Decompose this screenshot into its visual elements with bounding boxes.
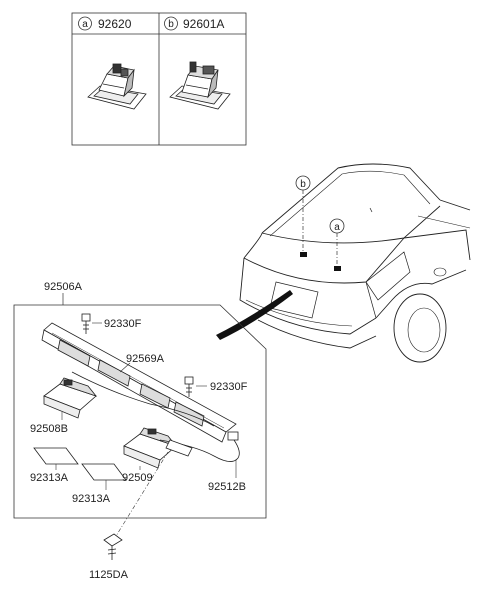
vehicle-lamp-location-a — [334, 266, 341, 271]
legend-marker-circle-a — [78, 16, 92, 31]
label-screw-right: 92330F — [210, 381, 248, 393]
callout-circle-b — [295, 175, 311, 191]
vehicle-lamp-location-b — [300, 252, 307, 257]
screw-part-right — [184, 376, 194, 397]
harness-part — [71, 371, 240, 462]
legend-table — [71, 12, 247, 146]
lamp-icon-92601a — [169, 61, 231, 110]
callout-circle-a — [329, 218, 345, 234]
lamp-icon-92620 — [87, 63, 147, 110]
vehicle-rear-illustration — [239, 163, 471, 363]
location-pointer-arrow — [216, 290, 293, 340]
label-screw-top: 92330F — [104, 318, 142, 330]
garnish-bar-part — [41, 322, 237, 443]
legend-cell-a: a 92620 — [78, 16, 132, 31]
legend-cell-b: b 92601A — [164, 16, 224, 31]
lamp-part-left — [43, 377, 98, 419]
lamp-part-right — [123, 427, 178, 469]
legend-marker-circle-b — [164, 16, 178, 31]
legend-marker-b: b — [168, 19, 174, 30]
legend-part-number-a: 92620 — [98, 17, 132, 31]
label-assembly: 92506A — [44, 281, 83, 293]
screw-part-top — [81, 313, 91, 334]
assembly-frame — [13, 304, 267, 519]
label-lamp-right: 92509 — [122, 472, 153, 484]
bolt-leader — [115, 451, 169, 537]
label-bolt: 1125DA — [89, 569, 129, 581]
label-lamp-left: 92508B — [30, 423, 68, 435]
legend-marker-a: a — [82, 19, 88, 30]
legend-part-number-b: 92601A — [183, 17, 224, 31]
label-gasket-1: 92313A — [30, 472, 69, 484]
callout-leaders — [302, 190, 338, 266]
part-leader-lines — [55, 322, 237, 490]
gasket-part-1 — [33, 447, 79, 465]
label-garnish: 92569A — [126, 353, 165, 365]
callout-marker-a: a — [334, 222, 340, 233]
label-gasket-2: 92313A — [72, 493, 111, 505]
label-harness: 92512B — [208, 481, 246, 493]
bolt-part — [103, 533, 123, 560]
gasket-part-2 — [81, 463, 127, 481]
callout-marker-b: b — [300, 179, 306, 190]
